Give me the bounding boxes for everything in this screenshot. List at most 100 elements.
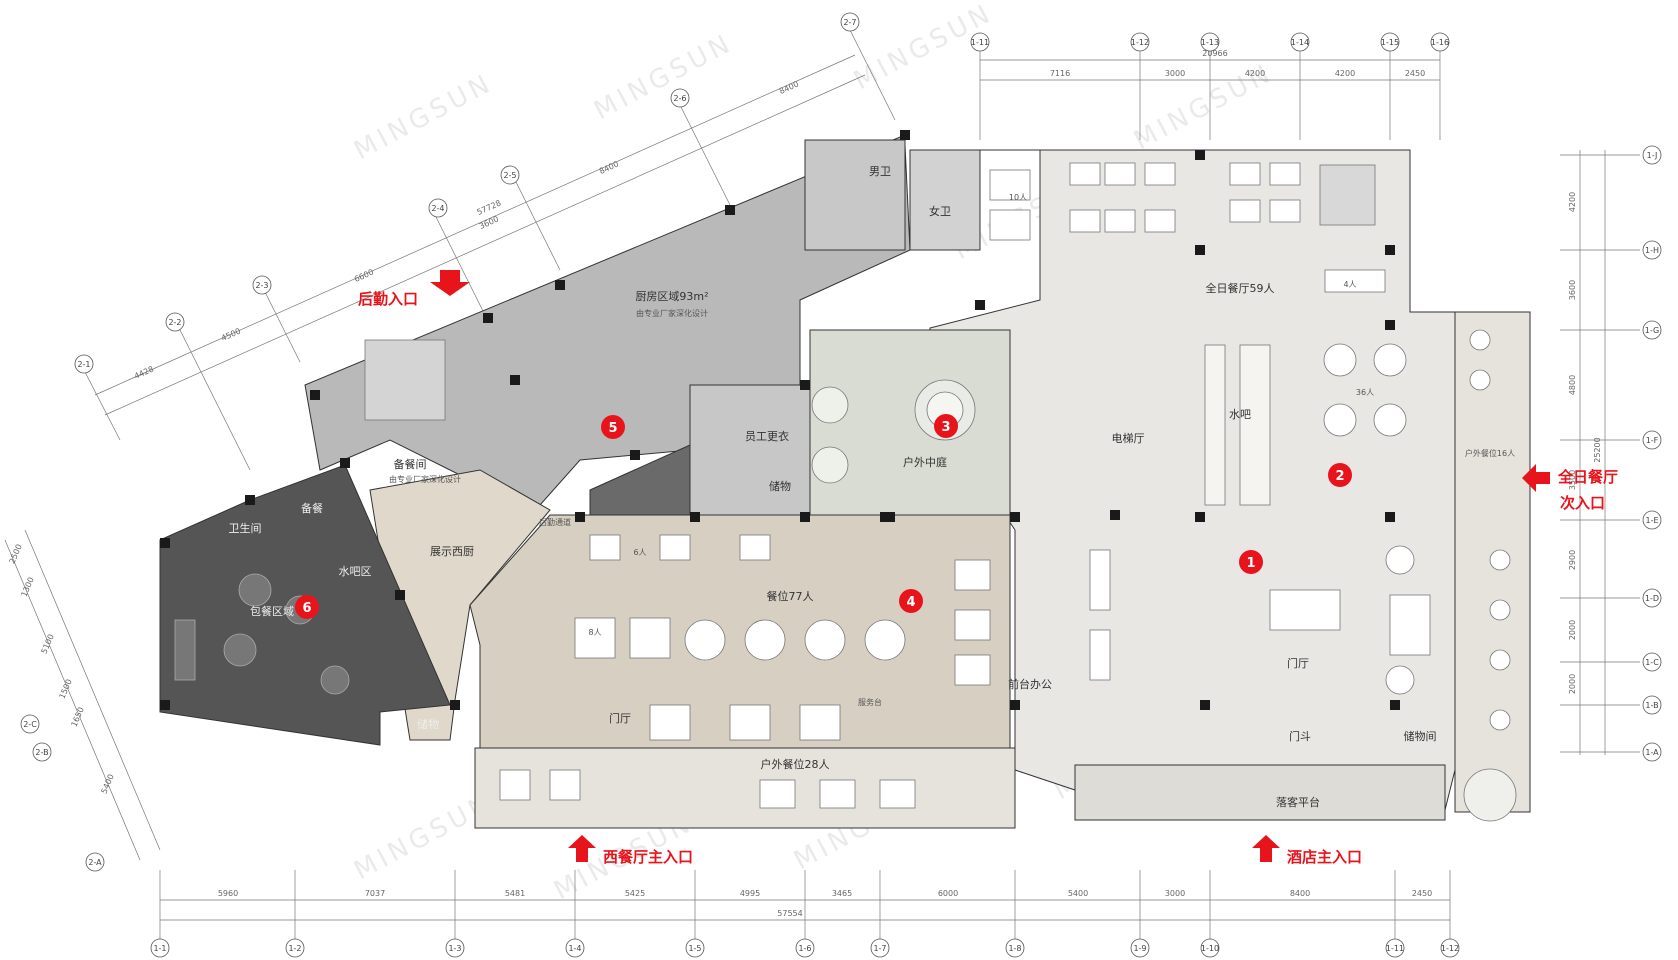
dim-diag-seg: 4500 xyxy=(220,326,242,343)
zone-marker[interactable] xyxy=(295,595,319,619)
dim-bottom-seg: 5425 xyxy=(625,889,645,898)
dim-bottom-seg: 3000 xyxy=(1165,889,1185,898)
seat-label: 4人 xyxy=(1343,280,1356,289)
zone-marker[interactable] xyxy=(1239,550,1263,574)
axis-label: 2-6 xyxy=(673,94,686,103)
seat-label: 8人 xyxy=(588,628,601,637)
axis-label: 1-H xyxy=(1645,246,1659,255)
dim-left-seg: 5400 xyxy=(100,773,116,795)
dim-bottom-seg: 2450 xyxy=(1412,889,1432,898)
dim-right-seg: 3600 xyxy=(1568,280,1577,300)
axis-label: 1-13 xyxy=(1201,38,1219,47)
zone-marker[interactable] xyxy=(934,414,958,438)
room-label-water-bar: 水吧 xyxy=(1229,408,1251,421)
axis-label: 1-16 xyxy=(1431,38,1449,47)
dim-bottom-seg: 6000 xyxy=(938,889,958,898)
axis-label: 1-A xyxy=(1645,748,1659,757)
dim-right-seg: 2900 xyxy=(1568,550,1577,570)
dim-left-seg: 1650 xyxy=(70,706,86,728)
columns xyxy=(160,130,1400,710)
axis-label: 1-5 xyxy=(688,944,701,953)
room-label-elevator-hall: 电梯厅 xyxy=(1112,432,1145,445)
zone-marker[interactable] xyxy=(899,589,923,613)
dim-top-seg: 7116 xyxy=(1050,69,1070,78)
room-label-prep-small: 备餐 xyxy=(301,501,323,515)
staff-zone xyxy=(689,384,811,516)
dim-bottom-seg: 4995 xyxy=(740,889,760,898)
entrance-all-day-secondary-2: 次入口 xyxy=(1560,494,1605,512)
zone-marker-label: 5 xyxy=(608,421,617,436)
women-restroom-zone xyxy=(909,149,981,251)
axis-label: 1-11 xyxy=(1386,944,1404,953)
dim-left-seg: 1300 xyxy=(20,576,36,598)
axis-label: 1-14 xyxy=(1291,38,1309,47)
room-label-courtyard: 户外中庭 xyxy=(903,455,947,469)
dim-top-total: 20966 xyxy=(1202,49,1227,58)
zone-marker-label: 6 xyxy=(302,601,311,616)
axis-label: 1-15 xyxy=(1381,38,1399,47)
up-arrow-icon[interactable] xyxy=(568,835,596,862)
dim-top-seg: 3000 xyxy=(1165,69,1185,78)
room-label-display-kitchen: 展示西厨 xyxy=(430,545,474,558)
axis-label: 1-10 xyxy=(1201,944,1219,953)
dim-bottom-seg: 5960 xyxy=(218,889,238,898)
entrance-hotel-main: 酒店主入口 xyxy=(1287,848,1362,866)
zone-marker-label: 3 xyxy=(941,420,950,435)
west-dining-zone xyxy=(469,514,1011,761)
dim-bottom-seg: 3465 xyxy=(832,889,852,898)
axis-label: 1-7 xyxy=(873,944,886,953)
left-arrow-icon[interactable] xyxy=(1522,464,1550,492)
entrance-all-day-secondary-1: 全日餐厅 xyxy=(1557,468,1618,486)
dim-bottom-total: 57554 xyxy=(777,909,802,918)
axis-label: 1-B xyxy=(1645,701,1658,710)
axis-label: 1-12 xyxy=(1131,38,1149,47)
room-label-west-seats: 餐位77人 xyxy=(767,589,814,603)
down-arrow-icon[interactable] xyxy=(430,270,470,296)
courtyard-zone xyxy=(809,329,1011,516)
room-label-all-day: 全日餐厅59人 xyxy=(1206,281,1275,295)
dim-right-seg: 2000 xyxy=(1568,620,1577,640)
room-note-prep: 由专业厂家深化设计 xyxy=(389,474,461,484)
zone-marker[interactable] xyxy=(601,415,625,439)
axis-label: 2-A xyxy=(88,858,102,867)
seat-label: 36人 xyxy=(1356,388,1374,397)
zone-marker-label: 1 xyxy=(1246,556,1255,571)
axis-label: 1-12 xyxy=(1441,944,1459,953)
room-label-private: 包餐区域 xyxy=(250,604,294,618)
axis-label: 1-8 xyxy=(1008,944,1021,953)
axis-label: 1-4 xyxy=(568,944,581,953)
room-label-west-foyer: 门厅 xyxy=(609,711,631,725)
room-label-storage-2: 储物 xyxy=(417,717,439,731)
dim-bottom-seg: 7037 xyxy=(365,889,385,898)
dim-right-total: 25200 xyxy=(1593,437,1602,462)
room-note-kitchen: 由专业厂家深化设计 xyxy=(636,308,708,318)
dim-top-seg: 4200 xyxy=(1335,69,1355,78)
dim-diag-seg: 6600 xyxy=(353,267,375,284)
up-arrow-icon[interactable] xyxy=(1252,835,1280,862)
axis-label: 2-2 xyxy=(168,318,181,327)
zone-marker[interactable] xyxy=(1328,463,1352,487)
axis-bubbles xyxy=(20,12,1662,958)
axis-label: 1-6 xyxy=(798,944,811,953)
axis-label: 2-4 xyxy=(431,204,444,213)
axis-label: 1-G xyxy=(1645,326,1659,335)
guest-platform-zone xyxy=(1074,764,1446,821)
room-label-storage-3: 储物间 xyxy=(1404,729,1437,743)
room-label-guest-platform: 落客平台 xyxy=(1276,795,1320,809)
entrance-back-service: 后勤入口 xyxy=(358,290,418,308)
axis-label: 1-3 xyxy=(448,944,461,953)
axis-label: 1-11 xyxy=(971,38,989,47)
dim-bottom-seg: 5400 xyxy=(1068,889,1088,898)
seat-label: 服务台 xyxy=(858,697,882,707)
axis-label: 1-J xyxy=(1647,151,1658,160)
room-label-lobby: 门厅 xyxy=(1287,656,1309,670)
entrance-west-main: 西餐厅主入口 xyxy=(603,848,693,866)
axis-label: 2-1 xyxy=(77,360,90,369)
dim-right-seg: 2000 xyxy=(1568,674,1577,694)
seat-label: 10人 xyxy=(1009,193,1027,202)
axis-label: 1-D xyxy=(1645,594,1659,603)
zone-marker-label: 2 xyxy=(1335,469,1344,484)
axis-label: 2-3 xyxy=(255,281,268,290)
room-label-women: 女卫 xyxy=(929,204,951,218)
room-label-vestibule: 门斗 xyxy=(1289,729,1311,743)
